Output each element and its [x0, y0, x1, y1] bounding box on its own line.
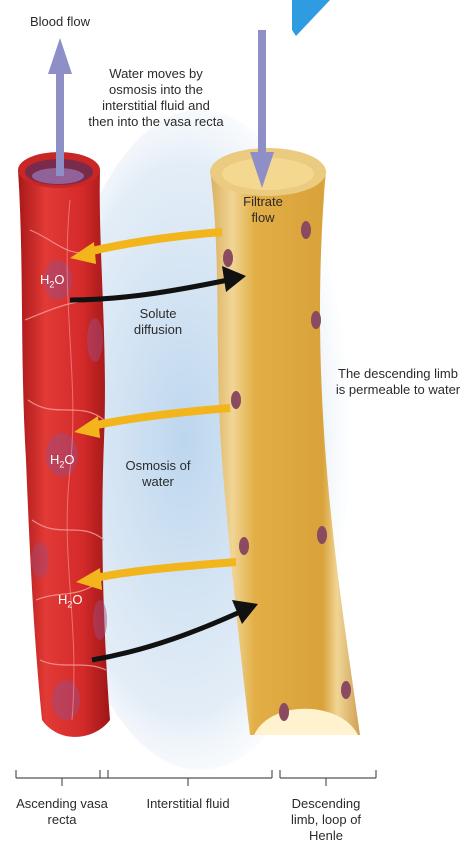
interstitial-fluid-label: Interstitial fluid	[140, 796, 236, 812]
corner-blue-shape	[292, 0, 330, 36]
h2o-label-bottom: H2O	[58, 592, 83, 610]
ascending-vasa-recta	[18, 152, 110, 737]
descending-limb-label: Descending limb, loop of Henle	[278, 796, 374, 844]
h2o-label-middle: H2O	[50, 452, 75, 470]
filtrate-flow-label: Filtrate flow	[238, 194, 288, 226]
water-moves-label: Water moves by osmosis into the intersti…	[88, 66, 224, 130]
blood-flow-label: Blood flow	[20, 14, 100, 30]
osmosis-of-water-label: Osmosis of water	[118, 458, 198, 490]
solute-diffusion-label: Solute diffusion	[118, 306, 198, 338]
h2o-label-top: H2O	[40, 272, 65, 290]
descending-permeable-label: The descending limb is permeable to wate…	[332, 366, 464, 398]
ascending-vasa-recta-label: Ascending vasa recta	[10, 796, 114, 828]
bottom-brackets	[16, 770, 376, 786]
